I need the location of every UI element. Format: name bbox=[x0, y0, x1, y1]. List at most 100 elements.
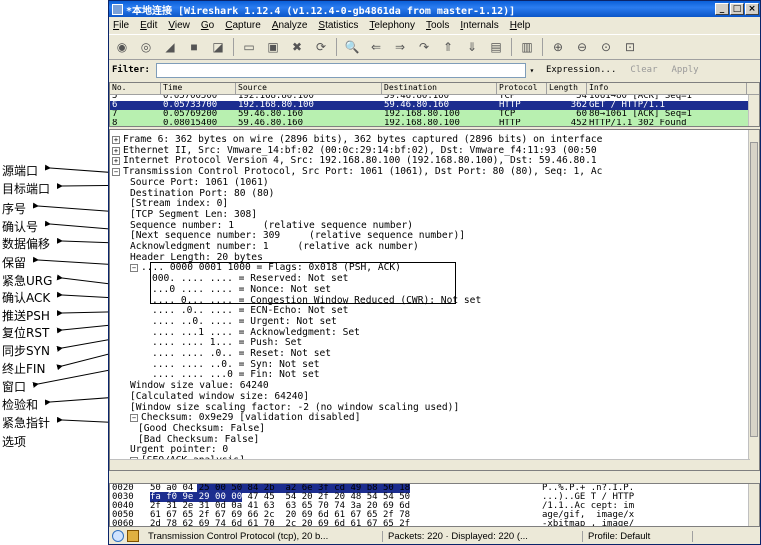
forward-icon[interactable]: ⇒ bbox=[394, 40, 406, 54]
packet-list-scrollbar[interactable] bbox=[748, 95, 759, 126]
detail-field[interactable]: .... ...1 .... = Acknowledgment: Set bbox=[152, 327, 750, 338]
maximize-button[interactable]: □ bbox=[730, 3, 744, 15]
restart-capture-icon[interactable]: ◪ bbox=[212, 40, 224, 54]
detail-field[interactable]: Destination Port: 80 (80) bbox=[130, 188, 750, 199]
details-scroll-thumb[interactable] bbox=[750, 142, 758, 437]
detail-field[interactable]: [Bad Checksum: False] bbox=[138, 434, 750, 445]
expert-info-icon[interactable] bbox=[112, 530, 124, 542]
column-header-info[interactable]: Info bbox=[587, 83, 747, 94]
bytes-scrollbar[interactable] bbox=[748, 484, 759, 526]
expand-icon[interactable]: + bbox=[112, 146, 120, 155]
menu-statistics[interactable]: Statistics bbox=[318, 20, 359, 31]
column-header-length[interactable]: Length bbox=[547, 83, 587, 94]
menu-file[interactable]: File bbox=[113, 20, 130, 31]
clear-button[interactable]: Clear bbox=[630, 65, 658, 75]
detail-field[interactable]: [Stream index: 0] bbox=[130, 198, 750, 209]
detail-field[interactable]: [Next sequence number: 309 (relative seq… bbox=[130, 230, 750, 241]
normal-size-icon[interactable]: ⊙ bbox=[600, 40, 612, 54]
detail-field[interactable]: .... .... .0.. = Reset: Not set bbox=[152, 348, 750, 359]
interface-list-icon[interactable]: ◉ bbox=[116, 40, 128, 54]
details-vertical-scrollbar[interactable] bbox=[748, 130, 759, 470]
menu-capture[interactable]: Capture bbox=[225, 20, 261, 31]
detail-field[interactable]: [Calculated window size: 64240] bbox=[130, 391, 750, 402]
go-last-icon[interactable]: ⇓ bbox=[466, 40, 478, 54]
column-header-time[interactable]: Time bbox=[161, 83, 236, 94]
collapse-icon[interactable]: − bbox=[112, 168, 120, 177]
detail-field[interactable]: [TCP Segment Len: 308] bbox=[130, 209, 750, 220]
status-profile[interactable]: Profile: Default bbox=[583, 530, 693, 542]
go-first-icon[interactable]: ⇑ bbox=[442, 40, 454, 54]
start-capture-icon[interactable]: ◢ bbox=[165, 40, 175, 54]
expression-button[interactable]: Expression... bbox=[545, 65, 617, 75]
collapse-icon[interactable]: − bbox=[130, 414, 138, 423]
detail-field[interactable]: .... ..0. .... = Urgent: Not set bbox=[152, 316, 750, 327]
expand-icon[interactable]: + bbox=[112, 136, 120, 144]
detail-tree-node[interactable]: +Ethernet II, Src: Vmware_14:bf:02 (00:0… bbox=[112, 145, 750, 156]
detail-tree-node[interactable]: −Transmission Control Protocol, Src Port… bbox=[112, 166, 750, 177]
detail-field[interactable]: Acknowledgment number: 1 (relative ack n… bbox=[130, 241, 750, 252]
details-horizontal-scrollbar[interactable] bbox=[110, 459, 750, 470]
detail-tree-node[interactable]: +Frame 6: 362 bytes on wire (2896 bits),… bbox=[112, 134, 750, 145]
capture-comment-icon[interactable] bbox=[127, 530, 139, 542]
detail-field[interactable]: .... 0... .... = Congestion Window Reduc… bbox=[152, 295, 750, 306]
menu-internals[interactable]: Internals bbox=[460, 20, 499, 31]
close-file-icon[interactable]: ✖ bbox=[291, 40, 303, 54]
menu-view[interactable]: View bbox=[168, 20, 190, 31]
detail-field[interactable]: Urgent pointer: 0 bbox=[130, 444, 750, 455]
collapse-icon[interactable]: − bbox=[130, 264, 138, 273]
expand-icon[interactable]: + bbox=[112, 157, 120, 166]
detail-field[interactable]: .... .... ...0 = Fin: Not set bbox=[152, 369, 750, 380]
capture-options-icon[interactable]: ◎ bbox=[140, 40, 152, 54]
apply-button[interactable]: Apply bbox=[671, 65, 699, 75]
detail-field[interactable]: Window size value: 64240 bbox=[130, 380, 750, 391]
open-file-icon[interactable]: ▭ bbox=[243, 40, 255, 54]
menu-analyze[interactable]: Analyze bbox=[271, 20, 308, 31]
detail-field[interactable]: [Good Checksum: False] bbox=[138, 423, 750, 434]
detail-field[interactable]: .... .... ..0. = Syn: Not set bbox=[152, 359, 750, 370]
title-bar[interactable]: *本地连接 [Wireshark 1.12.4 (v1.12.4-0-gb486… bbox=[109, 1, 760, 17]
filter-dropdown-button[interactable]: ▾ bbox=[529, 65, 535, 75]
close-button[interactable]: × bbox=[745, 3, 759, 15]
zoom-out-icon[interactable]: ⊖ bbox=[576, 40, 588, 54]
menu-help[interactable]: Help bbox=[509, 20, 531, 31]
stop-capture-icon[interactable]: ■ bbox=[190, 40, 198, 54]
detail-field[interactable]: ...0 .... .... = Nonce: Not set bbox=[152, 284, 750, 295]
reload-icon[interactable]: ⟳ bbox=[315, 40, 327, 54]
column-header-protocol[interactable]: Protocol bbox=[497, 83, 547, 94]
detail-field[interactable]: [Window size scaling factor: -2 (no wind… bbox=[130, 402, 750, 413]
detail-field[interactable]: Sequence number: 1 (relative sequence nu… bbox=[130, 220, 750, 231]
resize-columns-icon[interactable]: ⊡ bbox=[624, 40, 636, 54]
back-icon[interactable]: ⇐ bbox=[370, 40, 382, 54]
save-file-icon[interactable]: ▣ bbox=[267, 40, 279, 54]
find-icon[interactable]: 🔍 bbox=[344, 40, 360, 54]
column-header-no[interactable]: No. bbox=[110, 83, 161, 94]
detail-tree-node[interactable]: −Checksum: 0x9e29 [validation disabled] bbox=[130, 412, 750, 423]
detail-field[interactable]: .... .0.. .... = ECN-Echo: Not set bbox=[152, 305, 750, 316]
autoscroll-icon[interactable]: ▥ bbox=[521, 40, 533, 54]
zoom-in-icon[interactable]: ⊕ bbox=[552, 40, 564, 54]
detail-field[interactable]: .... .... 1... = Push: Set bbox=[152, 337, 750, 348]
detail-field[interactable]: Source Port: 1061 (1061) bbox=[130, 177, 750, 188]
colorize-icon[interactable]: ▤ bbox=[490, 40, 502, 54]
detail-tree-node[interactable]: +Internet Protocol Version 4, Src: 192.1… bbox=[112, 155, 750, 166]
menu-go[interactable]: Go bbox=[200, 20, 215, 31]
detail-field[interactable]: 000. .... .... = Reserved: Not set bbox=[152, 273, 750, 284]
menu-edit[interactable]: Edit bbox=[140, 20, 158, 31]
goto-icon[interactable]: ↷ bbox=[418, 40, 430, 54]
display-filter-input[interactable] bbox=[155, 62, 526, 78]
column-header-source[interactable]: Source bbox=[236, 83, 382, 94]
minimize-button[interactable]: _ bbox=[715, 3, 729, 15]
menu-tools[interactable]: Tools bbox=[426, 20, 450, 31]
detail-field[interactable]: Header Length: 20 bytes bbox=[130, 252, 750, 263]
detail-tree-node[interactable]: −.... 0000 0001 1000 = Flags: 0x018 (PSH… bbox=[130, 262, 750, 273]
column-header-destination[interactable]: Destination bbox=[382, 83, 497, 94]
menu-telephony[interactable]: Telephony bbox=[369, 20, 415, 31]
